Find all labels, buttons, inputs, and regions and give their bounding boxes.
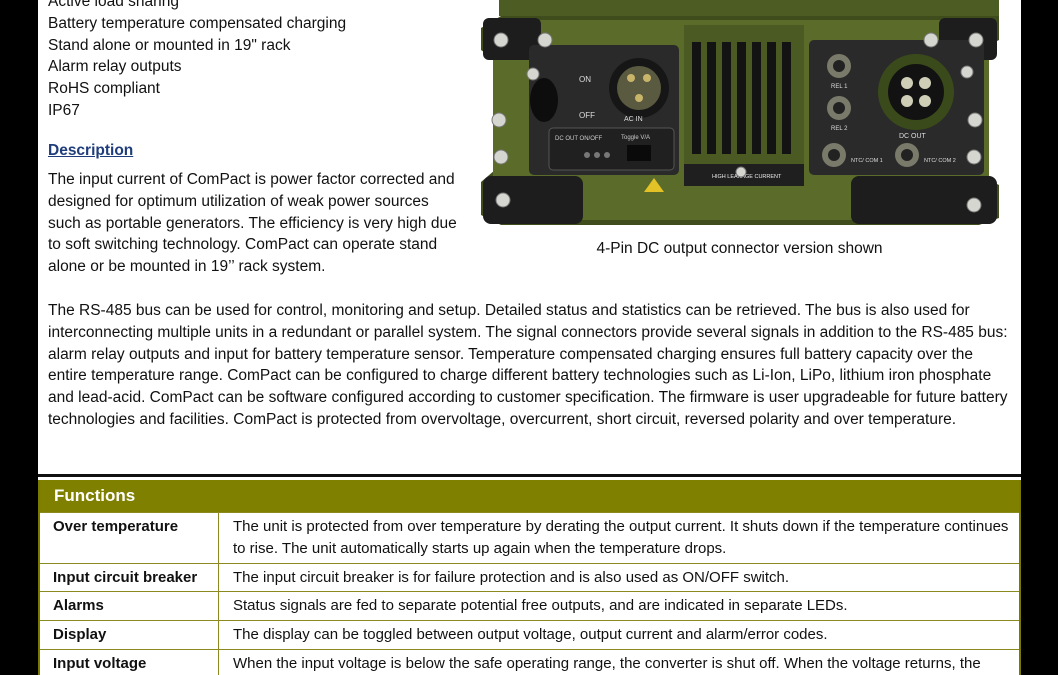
description-paragraph-intro: The input current of ComPact is power fa… (48, 171, 457, 276)
switch-on-label: ON (579, 75, 591, 84)
feature-list: Active load sharing Battery temperature … (48, 0, 346, 122)
function-description: The display can be toggled between outpu… (233, 626, 828, 644)
function-description: The input circuit breaker is for failure… (233, 568, 790, 586)
function-description: When the input voltage is below the safe… (233, 654, 981, 672)
feature-item: Alarm relay outputs (48, 58, 182, 76)
feature-item: Stand alone or mounted in 19" rack (48, 36, 291, 54)
description-heading: Description (48, 142, 134, 159)
function-description: Status signals are fed to separate poten… (233, 597, 848, 615)
table-row: Alarms Status signals are fed to separat… (40, 591, 1019, 621)
rel2-label: REL 2 (831, 126, 848, 132)
functions-table-title: Functions (40, 480, 1019, 512)
function-description: The unit is protected from over temperat… (233, 518, 1009, 557)
function-name: Alarms (40, 592, 219, 621)
feature-item: IP67 (48, 101, 80, 119)
feature-item: Active load sharing (48, 0, 179, 10)
section-divider (38, 474, 1021, 477)
table-row: Over temperature The unit is protected f… (40, 512, 1019, 563)
photo-caption: 4-Pin DC output connector version shown (596, 240, 883, 257)
rel1-label: REL 1 (831, 84, 848, 90)
toggle-label: Toggle V/A (621, 135, 650, 141)
leakage-warning-label: HIGH LEAKAGE CURRENT (712, 174, 782, 180)
table-row: Input circuit breaker The input circuit … (40, 562, 1019, 592)
ntc2-label: NTC/ COM 2 (924, 158, 956, 164)
table-row: Display The display can be toggled betwe… (40, 620, 1019, 649)
datasheet-page: Active load sharing Battery temperature … (38, 0, 1021, 675)
switch-off-label: OFF (579, 111, 595, 120)
ntc1-label: NTC/ COM 1 (851, 158, 883, 164)
feature-item: Battery temperature compensated charging (48, 14, 347, 32)
function-name: Input circuit breaker (40, 563, 219, 592)
dc-out-switch-label: DC OUT ON/OFF (555, 136, 603, 142)
table-row: Input voltage When the input voltage is … (40, 648, 1019, 675)
dc-out-label: DC OUT (899, 133, 927, 140)
product-photo: ON OFF AC IN DC OUT ON/OFF Toggle V/A HI… (481, 0, 999, 225)
description-paragraph-bus: The RS-485 bus can be used for control, … (48, 302, 1008, 428)
function-name: Over temperature (40, 513, 219, 563)
feature-item: RoHS compliant (48, 80, 160, 98)
functions-table: Functions Over temperature The unit is p… (38, 480, 1021, 675)
function-name: Input voltage (40, 649, 219, 675)
function-name: Display (40, 621, 219, 649)
ac-in-label: AC IN (624, 116, 643, 123)
